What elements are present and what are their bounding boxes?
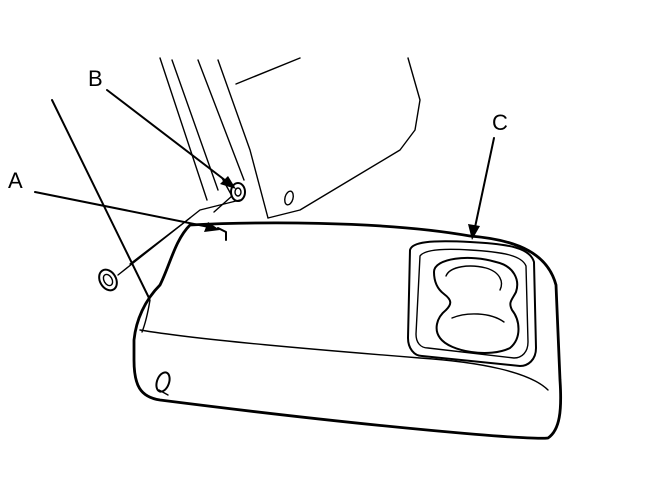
callout-c: C (492, 110, 508, 135)
callout-b: B (88, 66, 103, 91)
arrowhead-a (204, 222, 220, 232)
arrowhead-b (220, 176, 236, 189)
callout-a: A (8, 168, 23, 193)
arrowhead-c (468, 224, 480, 240)
leader-line-b (106, 89, 231, 185)
leader-lines (34, 89, 495, 240)
cup-holder (407, 240, 537, 367)
leader-line-a (34, 191, 215, 229)
seat-frame (51, 57, 421, 301)
grommet (98, 268, 118, 292)
leader-line-c (473, 137, 495, 233)
armrest (132, 221, 563, 440)
